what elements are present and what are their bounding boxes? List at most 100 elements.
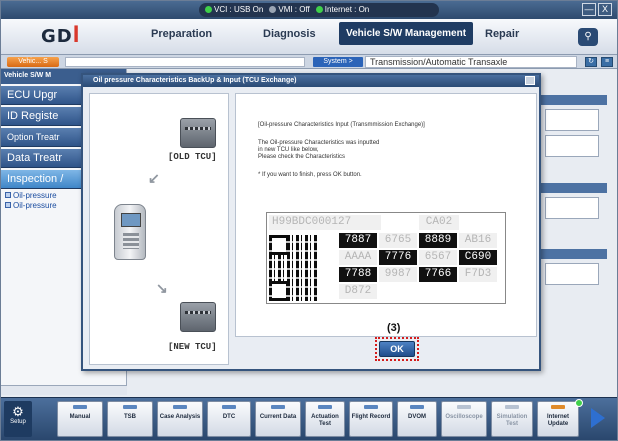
system-path-field: Transmission/Automatic Transaxle [365,56,577,68]
dialog-title: Oil pressure Characteristics BackUp & In… [83,75,539,87]
oscilloscope-button[interactable]: Oscilloscope [441,401,487,437]
sub-navigation-bar: Vehic... S System > Transmission/Automat… [1,55,617,69]
label-value: 7766 [419,267,457,282]
oil-pressure-dialog: Oil pressure Characteristics BackUp & In… [81,73,541,371]
tab-diagnosis[interactable]: Diagnosis [263,28,316,40]
actuation-test-button[interactable]: Actuation Test [305,401,345,437]
old-tcu-label: [OLD TCU] [168,152,217,162]
background-panel [537,87,607,387]
gds-logo: GDꟾ [41,26,80,47]
content-note: * If you want to finish, press OK button… [258,172,362,178]
label-value: F7D3 [459,267,497,282]
oil-pressure-label: H99BDC000127 CA02 7887 6765 8889 AB16 AA… [266,212,506,304]
minimize-button[interactable]: — [582,3,596,16]
label-value: AAAA [339,250,377,265]
old-tcu-icon [180,118,216,148]
panel-field [545,263,599,285]
label-value: 9987 [379,267,417,282]
setup-button[interactable]: ⚙Setup [4,401,32,437]
tsb-button[interactable]: TSB [107,401,153,437]
tcu-exchange-illustration: [OLD TCU] ↙ ↘ [NEW TCU] [89,93,229,365]
internet-status: Internet : On [315,3,370,17]
label-value: AB16 [459,233,497,248]
close-window-button[interactable]: X [598,3,612,16]
label-value: 7788 [339,267,377,282]
panel-header [537,95,607,105]
logo-mark-icon: ꟾ [72,26,81,47]
setup-label: Setup [10,419,26,425]
characteristics-content: [Oil-pressure Characteristics Input (Tra… [235,93,537,337]
main-menu-bar: GDꟾ Preparation Diagnosis Vehicle S/W Ma… [1,19,617,55]
internet-indicator-icon [315,6,323,14]
internet-text: Internet : On [324,5,370,14]
status-bar: VCI : USB On VMI : Off Internet : On — X [1,1,617,19]
dialog-close-button[interactable] [525,76,535,85]
list-icon[interactable]: ≡ [601,57,613,67]
sidebar-scrollbar[interactable] [1,385,127,395]
label-value: 8889 [419,233,457,248]
vmi-indicator-icon [269,6,277,14]
doc-icon [5,192,11,198]
label-code: CA02 [419,215,459,230]
panel-header [537,249,607,259]
panel-field [545,135,599,157]
vmi-status: VMI : Off [269,3,310,17]
dvom-button[interactable]: DVOM [397,401,437,437]
vci-indicator-icon [205,6,212,14]
arrow-icon: ↙ [148,170,160,186]
gear-icon: ⚙ [12,404,24,419]
panel-header [537,183,607,193]
dtc-button[interactable]: DTC [207,401,251,437]
simulation-test-button[interactable]: Simulation Test [491,401,533,437]
flight-record-button[interactable]: Flight Record [349,401,393,437]
tab-repair[interactable]: Repair [485,28,520,40]
vci-text: VCI : USB On [214,5,264,14]
arrow-icon: ↘ [156,280,168,296]
step-marker: (3) [387,322,401,334]
subitem-label: Oil-pressure [13,201,57,210]
vci-status: VCI : USB On [205,3,263,17]
new-tcu-icon [180,302,216,332]
qr-code-pattern [269,235,319,301]
vmi-text: VMI : Off [278,5,310,14]
vehicle-info-field [65,57,305,67]
label-value: D872 [339,284,377,299]
device-keypad [123,233,139,249]
label-value: 7887 [339,233,377,248]
label-value: 6567 [419,250,457,265]
tab-vehicle-sw-management[interactable]: Vehicle S/W Management [339,22,474,45]
content-line-1: The Oil-pressure Characteristics was inp… [258,140,380,146]
vehicle-select-button[interactable]: Vehic... S [7,57,59,67]
logo-text: GD [41,26,73,47]
panel-field [545,197,599,219]
content-line-2: in new TCU like below, [258,147,319,153]
internet-update-button[interactable]: Internet Update [537,401,579,437]
label-value: 7776 [379,250,417,265]
system-button[interactable]: System > [313,57,363,67]
device-screen [121,213,141,227]
content-line-3: Please check the Characteristics [258,154,346,160]
sidebar-subitem-oil-pressure-2[interactable]: Oil-pressure [1,201,126,211]
diagnostic-device-icon [114,204,146,260]
label-value: C690 [459,250,497,265]
bottom-toolbar: ⚙Setup Manual TSB Case Analysis DTC Curr… [1,397,617,440]
case-analysis-button[interactable]: Case Analysis [157,401,203,437]
refresh-icon[interactable]: ↻ [585,57,597,67]
ok-highlight: OK [375,337,419,361]
current-data-button[interactable]: Current Data [255,401,301,437]
connection-status: VCI : USB On VMI : Off Internet : On [199,3,439,17]
new-tcu-label: [NEW TCU] [168,342,217,352]
label-value: 6765 [379,233,417,248]
sidebar-subitem-oil-pressure-1[interactable]: Oil-pressure [1,191,126,201]
ok-button[interactable]: OK [379,341,415,357]
panel-field [545,109,599,131]
label-serial: H99BDC000127 [269,215,381,230]
tab-preparation[interactable]: Preparation [151,28,213,40]
doc-icon [5,202,11,208]
manual-button[interactable]: Manual [57,401,103,437]
next-arrow-icon[interactable] [591,408,605,428]
subitem-label: Oil-pressure [13,191,57,200]
search-icon[interactable]: ⚲ [578,28,598,46]
content-heading: [Oil-pressure Characteristics Input (Tra… [258,122,425,128]
